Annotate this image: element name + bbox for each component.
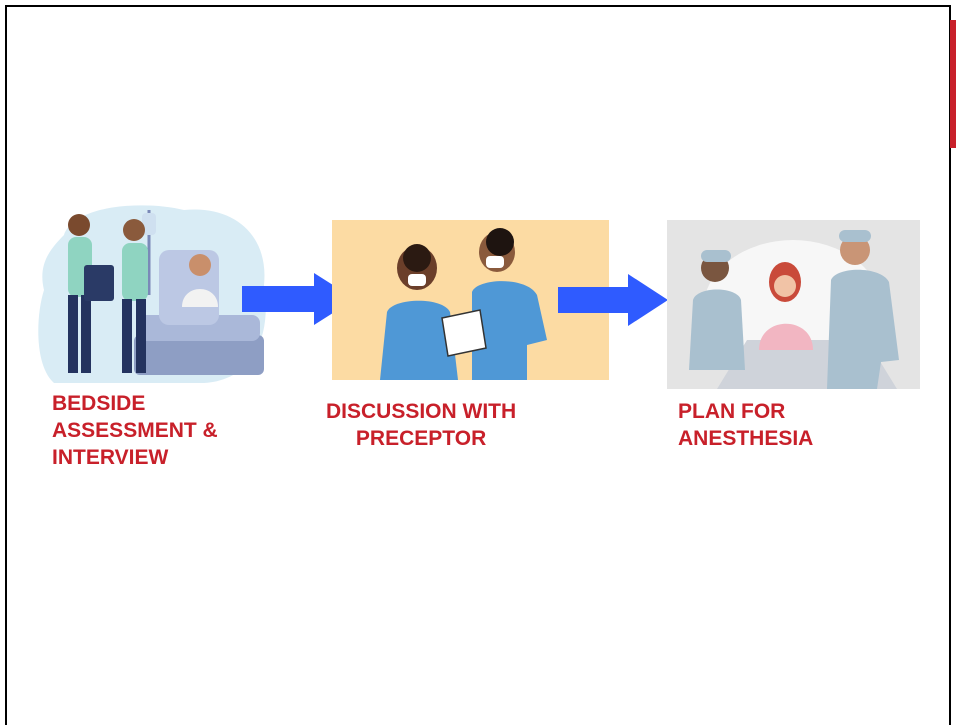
label-line: PRECEPTOR [355, 427, 487, 450]
label-line: ASSESSMENT & [52, 419, 218, 442]
anesthesia-team-with-patient-illustration [667, 220, 920, 389]
label-line: ANESTHESIA [678, 427, 814, 450]
step-label-discussion: DISCUSSION WITH PRECEPTOR [326, 398, 516, 452]
label-line: PLAN FOR [678, 400, 786, 423]
step-label-plan: PLAN FOR ANESTHESIA [678, 398, 813, 452]
right-arrow-icon [242, 273, 355, 325]
accent-bar [950, 20, 956, 148]
right-arrow-icon [558, 274, 668, 326]
label-line: INTERVIEW [52, 446, 169, 469]
label-line: BEDSIDE [52, 392, 146, 415]
label-line: DISCUSSION WITH [326, 400, 517, 423]
step-label-bedside: BEDSIDE ASSESSMENT & INTERVIEW [52, 390, 218, 471]
nurses-at-bedside-illustration [38, 205, 266, 383]
